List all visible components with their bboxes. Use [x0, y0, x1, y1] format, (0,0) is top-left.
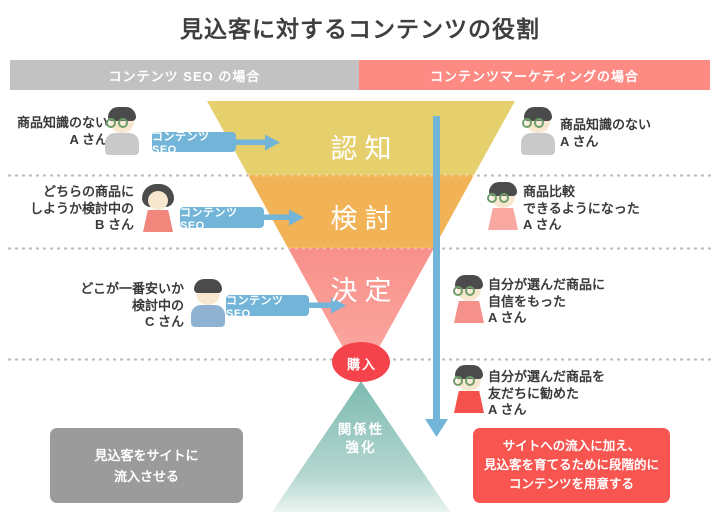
glasses-icon: [453, 286, 475, 296]
header-content-seo-label: コンテンツ SEO の場合: [108, 68, 261, 84]
avatar-hair: [194, 279, 222, 293]
avatar-person-a-left: [100, 107, 144, 165]
avatar-hair: [489, 182, 517, 196]
avatar-hair: [455, 275, 483, 289]
seo-badge-consideration: コンテンツ SEO: [180, 207, 264, 232]
avatar-shirt: [454, 301, 484, 323]
avatar-shirt: [521, 133, 555, 155]
person-a-right-text-2: 商品比較 できるようになった A さん: [523, 184, 640, 232]
person-b-left-text: どちらの商品に しようか検討中の B さん: [29, 184, 134, 232]
marketing-flow-arrow: [425, 116, 448, 437]
purchase-label: 購入: [346, 357, 377, 372]
header-content-marketing: コンテンツマーケティングの場合: [359, 60, 710, 90]
header-content-seo: コンテンツ SEO の場合: [10, 60, 359, 90]
glasses-icon: [453, 376, 475, 386]
avatar-shirt: [488, 208, 518, 230]
seo-arrow-awareness: [234, 134, 280, 151]
summary-box-marketing: サイトへの流入に加え、 見込客を育てるために段階的に コンテンツを用意する: [473, 428, 670, 503]
avatar-hair: [108, 107, 136, 121]
glasses-icon: [487, 193, 509, 203]
avatar-person-c-left: [186, 279, 230, 337]
avatar-face: [148, 191, 168, 210]
page-title: 見込客に対するコンテンツの役割: [180, 16, 540, 42]
seo-badge-awareness: コンテンツ SEO: [152, 131, 236, 156]
funnel-section-decision: [288, 248, 434, 380]
glasses-icon: [106, 118, 128, 128]
person-a-right-text-1: 商品知識のない A さん: [560, 117, 652, 149]
person-a-right-text-4: 自分が選んだ商品を 友だちに勧めた A さん: [488, 369, 606, 417]
avatar-shirt: [143, 210, 173, 232]
avatar-person-a-right-4: [447, 365, 491, 423]
stage-label-awareness: 認知: [330, 134, 399, 164]
purchase-circle: [332, 342, 390, 382]
seo-badge-decision: コンテンツ SEO: [226, 295, 309, 320]
header-content-marketing-label: コンテンツマーケティングの場合: [430, 68, 639, 84]
avatar-person-a-right-2: [481, 182, 525, 240]
avatar-hair: [455, 365, 483, 379]
funnel-section-consideration: [248, 175, 474, 248]
person-c-left-text: どこが一番安いか 検討中の C さん: [80, 281, 184, 329]
person-a-right-text-3: 自分が選んだ商品に 自信をもった A さん: [488, 277, 606, 325]
retention-triangle: [272, 381, 450, 512]
seo-arrow-consideration: [262, 209, 304, 226]
avatar-person-a-right-1: [516, 107, 560, 165]
avatar-person-b-left: [136, 184, 180, 242]
stage-label-consideration: 検討: [330, 204, 399, 234]
avatar-hair: [524, 107, 552, 121]
summary-box-seo: 見込客をサイトに 流入させる: [50, 428, 243, 503]
avatar-shirt: [454, 391, 484, 413]
avatar-shirt: [191, 305, 225, 327]
retention-label: 関係性 強化: [337, 422, 385, 455]
glasses-icon: [522, 118, 544, 128]
avatar-person-a-right-3: [447, 275, 491, 333]
seo-arrow-decision: [307, 297, 346, 314]
person-a-left-text: 商品知識のない A さん: [16, 115, 108, 147]
stage-label-decision: 決定: [330, 276, 399, 306]
avatar-shirt: [105, 133, 139, 155]
